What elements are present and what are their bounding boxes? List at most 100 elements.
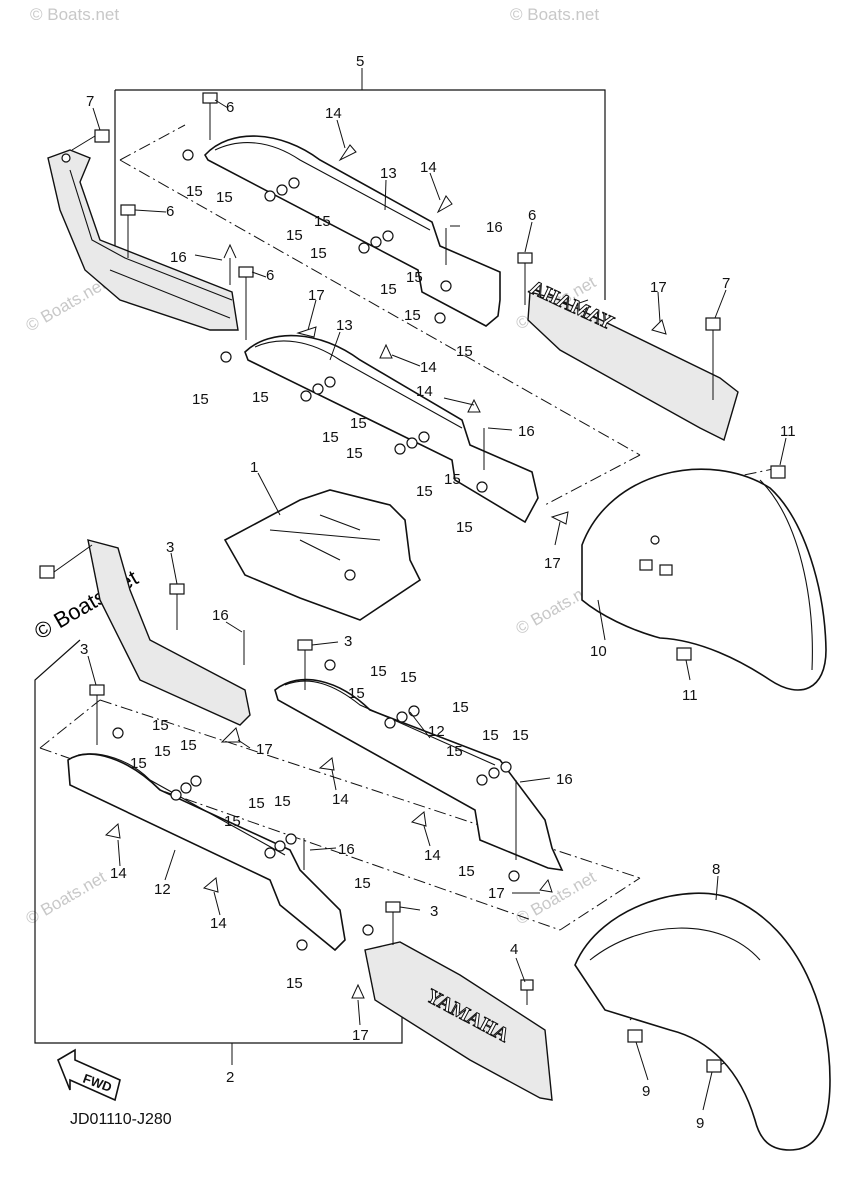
- rivet: [550, 511, 569, 525]
- callout-15: 15: [482, 727, 499, 744]
- bolt: [520, 979, 534, 1005]
- washer: [418, 431, 430, 443]
- callout-6: 6: [166, 203, 174, 220]
- clip: [627, 1029, 643, 1043]
- bolt: [202, 92, 218, 140]
- callout-15: 15: [354, 875, 371, 892]
- callout-17: 17: [650, 279, 667, 296]
- callout-11: 11: [682, 687, 698, 704]
- callout-9: 9: [696, 1115, 704, 1132]
- rivet: [220, 727, 241, 743]
- callout-4: 4: [510, 941, 518, 958]
- washer: [488, 767, 500, 779]
- washer: [324, 376, 336, 388]
- rivet: [467, 398, 481, 413]
- callout-1: 1: [250, 459, 258, 476]
- callout-15: 15: [314, 213, 331, 230]
- front-fender-10: [581, 468, 827, 691]
- callout-15: 15: [180, 737, 197, 754]
- callout-16: 16: [338, 841, 355, 858]
- washer: [190, 775, 202, 787]
- assembly-bracket-2: [34, 639, 403, 1044]
- callout-leaders: [87, 99, 787, 1111]
- callout-15: 15: [512, 727, 529, 744]
- rivet: [651, 319, 667, 335]
- callout-labels: 5 7 6 14 14 13 15 15 15 15 6 16 6 15 16 …: [80, 53, 796, 1132]
- clip: [706, 1059, 722, 1073]
- watermark-right-low: © Boats.net: [513, 867, 600, 928]
- callout-15: 15: [186, 183, 203, 200]
- washer: [434, 312, 446, 324]
- washer: [170, 789, 182, 801]
- callout-3: 3: [166, 539, 174, 556]
- callout-16: 16: [212, 607, 229, 624]
- rivet: [410, 811, 427, 827]
- rear-fender-8: [574, 892, 831, 1151]
- callout-6: 6: [226, 99, 234, 116]
- washer: [296, 939, 308, 951]
- callout-17: 17: [352, 1027, 369, 1044]
- callout-16: 16: [170, 249, 187, 266]
- callout-15: 15: [130, 755, 147, 772]
- washer: [274, 840, 286, 852]
- clip: [770, 465, 786, 479]
- callout-15: 15: [444, 471, 461, 488]
- callout-3: 3: [344, 633, 352, 650]
- callout-16: 16: [518, 423, 535, 440]
- bolt: [385, 901, 401, 945]
- callout-15: 15: [446, 743, 463, 760]
- lower-left-side-cover: [87, 539, 251, 726]
- callout-15: 15: [310, 245, 327, 262]
- clip: [676, 647, 692, 661]
- rivet: [379, 343, 393, 359]
- fasteners: [39, 92, 786, 1073]
- washer: [500, 761, 512, 773]
- callout-15: 15: [416, 483, 433, 500]
- rivet: [202, 877, 219, 893]
- callout-15: 15: [456, 519, 473, 536]
- callout-17: 17: [488, 885, 505, 902]
- callout-14: 14: [420, 359, 437, 376]
- callout-15: 15: [154, 743, 171, 760]
- callout-8: 8: [712, 861, 720, 878]
- callout-15: 15: [452, 699, 469, 716]
- clip: [705, 317, 721, 400]
- washer: [276, 184, 288, 196]
- washer: [440, 280, 452, 292]
- callout-14: 14: [424, 847, 441, 864]
- callout-13: 13: [336, 317, 353, 334]
- drawing-code: JD01110-J280: [70, 1111, 172, 1128]
- lower-right-side-cover: YAMAHA: [364, 941, 553, 1101]
- washer: [285, 833, 297, 845]
- rivet: [338, 144, 357, 162]
- callout-17: 17: [544, 555, 561, 572]
- rivet: [104, 822, 121, 839]
- callout-15: 15: [350, 415, 367, 432]
- callout-14: 14: [416, 383, 433, 400]
- upper-left-side-cover: [47, 149, 239, 331]
- clip: [71, 129, 110, 151]
- watermark-top-left: © Boats.net: [30, 5, 119, 24]
- callout-13: 13: [380, 165, 397, 182]
- callout-14: 14: [420, 159, 437, 176]
- callout-15: 15: [252, 389, 269, 406]
- callout-5: 5: [356, 53, 364, 70]
- washer: [408, 705, 420, 717]
- rivet: [539, 878, 553, 893]
- upper-right-side-cover: YAMAHA: [525, 276, 739, 442]
- callout-3: 3: [80, 641, 88, 658]
- washer: [312, 383, 324, 395]
- callout-14: 14: [210, 915, 227, 932]
- bolt: [238, 266, 254, 340]
- callout-6: 6: [266, 267, 274, 284]
- dashed-plane-lower: [39, 699, 641, 931]
- washer: [382, 230, 394, 242]
- washer: [264, 847, 276, 859]
- callout-17: 17: [256, 741, 273, 758]
- callout-3: 3: [430, 903, 438, 920]
- callout-16: 16: [556, 771, 573, 788]
- clip: [39, 544, 93, 579]
- washer: [288, 177, 300, 189]
- watermark-left-mid: © Boats.net: [23, 274, 110, 335]
